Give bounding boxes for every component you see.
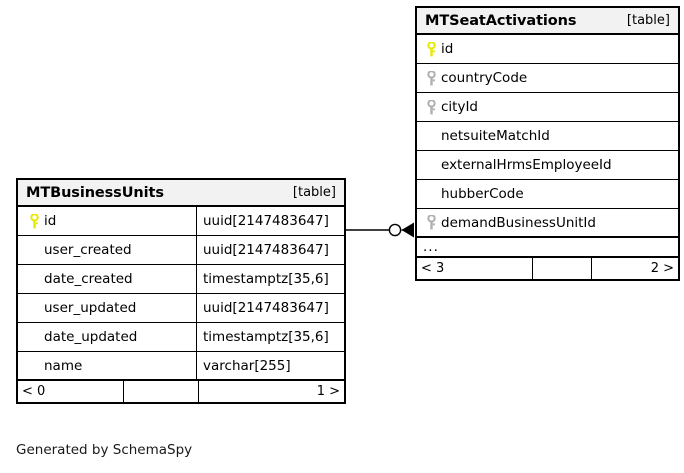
table-title: MTSeatActivations [425,12,577,29]
footer-middle-cell [123,381,199,402]
primary-key-icon [24,213,44,229]
foreign-key-icon [421,99,441,115]
primary-key-icon [421,41,441,57]
column-label: countryCode [441,70,528,86]
table-row[interactable]: externalHrmsEmployeeId [417,151,678,180]
table-row[interactable]: cityId [417,93,678,122]
column-label: externalHrmsEmployeeId [441,157,612,173]
cardinality-zero-marker [388,223,402,237]
next-page-button[interactable]: 2 > [650,261,674,276]
column-name-cell: cityId [417,93,678,121]
foreign-key-icon [421,215,441,230]
next-page-button[interactable]: 1 > [316,384,340,399]
table-kind-label: [table] [292,185,336,200]
table-row[interactable]: id [417,35,678,64]
column-label: user_updated [44,300,137,316]
table-row[interactable]: name varchar[255] [18,352,344,381]
generated-by-caption: Generated by SchemaSpy [16,442,193,458]
table-row[interactable]: user_updated uuid[2147483647] [18,294,344,323]
key-glyph [426,70,436,85]
column-name-cell: date_updated [18,323,196,351]
table-header-mtseatactivations: MTSeatActivations [table] [417,8,678,35]
column-name-cell: date_created [18,265,196,293]
table-row[interactable]: countryCode [417,64,678,93]
column-label: cityId [441,99,479,115]
footer-middle-cell [532,258,592,279]
previous-page-button[interactable]: < 3 [421,261,445,276]
foreign-key-icon [421,70,441,86]
table-row[interactable]: netsuiteMatchId [417,122,678,151]
table-node-mtbusinessunits[interactable]: MTBusinessUnits [table] id uuid[21474836… [16,178,346,404]
table-row[interactable]: date_updated timestamptz[35,6] [18,323,344,352]
column-name-cell: user_updated [18,294,196,322]
column-type-cell: timestamptz[35,6] [196,323,344,351]
column-label: user_created [44,242,132,258]
previous-page-button[interactable]: < 0 [22,384,46,399]
column-name-cell: id [18,207,196,235]
table-footer-navigation: < 0 1 > [18,381,344,402]
column-name-cell: countryCode [417,64,678,92]
column-name-cell: externalHrmsEmployeeId [417,151,678,179]
column-name-cell: name [18,352,196,379]
column-name-cell: id [417,35,678,63]
key-glyph [426,215,436,230]
column-label: id [44,213,57,229]
column-label: netsuiteMatchId [441,128,550,144]
column-label: date_created [44,271,133,287]
column-type-cell: uuid[2147483647] [196,207,344,235]
column-name-cell: user_created [18,236,196,264]
table-row[interactable]: user_created uuid[2147483647] [18,236,344,265]
column-label: demandBusinessUnitId [441,214,596,231]
key-glyph [426,99,436,114]
key-glyph [426,41,436,56]
column-label: name [44,357,83,374]
column-name-cell: hubberCode [417,180,678,208]
table-header-mtbusinessunits: MTBusinessUnits [table] [18,180,344,207]
table-row[interactable]: hubberCode [417,180,678,209]
column-type-cell: varchar[255] [196,352,344,379]
table-title: MTBusinessUnits [26,184,164,201]
column-type-cell: timestamptz[35,6] [196,265,344,293]
table-row[interactable]: id uuid[2147483647] [18,207,344,236]
key-glyph [29,213,39,228]
table-node-mtseatactivations[interactable]: MTSeatActivations [table] id [415,6,680,281]
column-label: date_updated [44,329,138,345]
relationship-connector [344,222,414,238]
column-type-cell: uuid[2147483647] [196,294,344,322]
column-label: hubberCode [441,186,524,202]
more-columns-indicator: ... [417,238,678,258]
column-name-cell: netsuiteMatchId [417,122,678,150]
table-footer-navigation: < 3 2 > [417,258,678,279]
table-row[interactable]: date_created timestamptz[35,6] [18,265,344,294]
table-row[interactable]: demandBusinessUnitId [417,209,678,238]
table-kind-label: [table] [626,13,670,28]
column-label: id [441,41,454,57]
column-type-cell: uuid[2147483647] [196,236,344,264]
column-name-cell: demandBusinessUnitId [417,209,678,236]
